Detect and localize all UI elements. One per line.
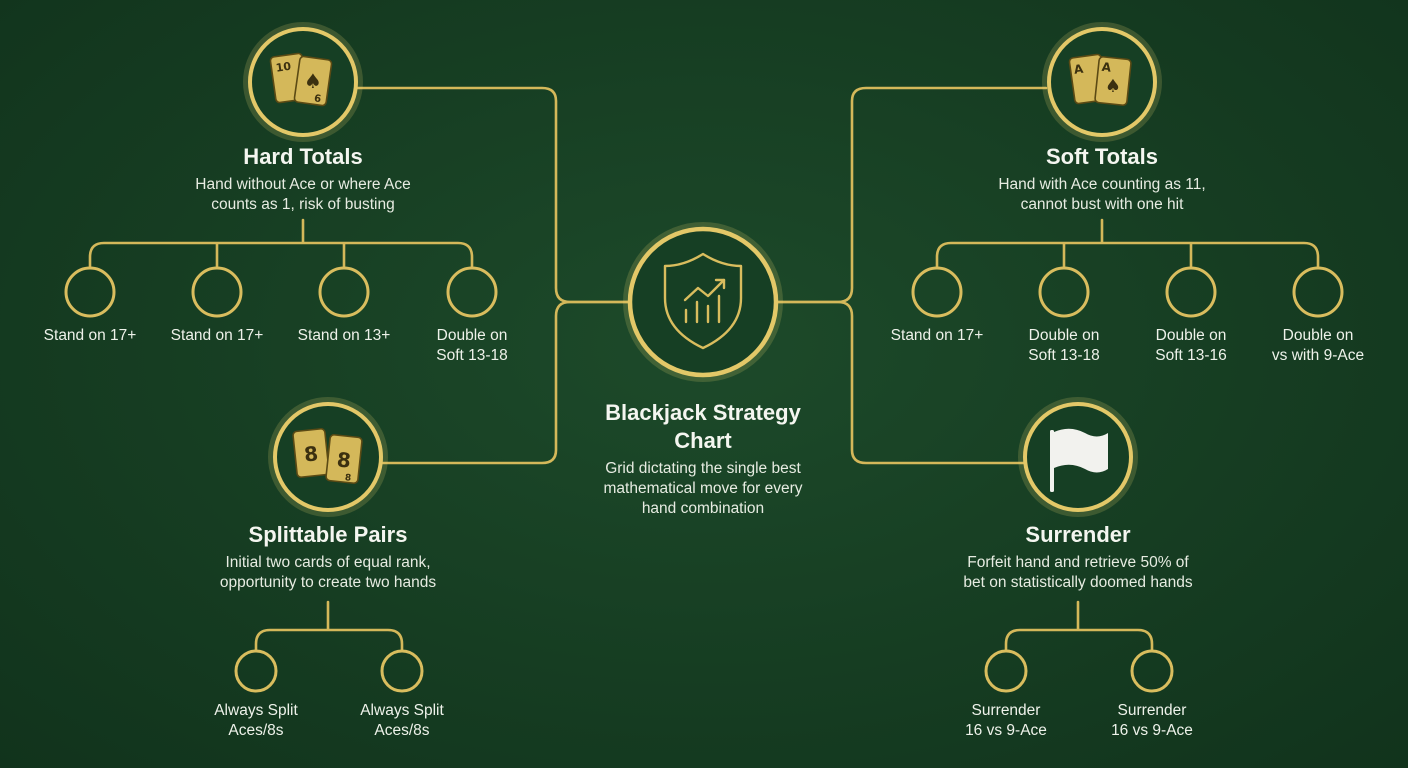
connector-center-splittable-pairs [381, 300, 630, 465]
hard-totals-description: Hand without Ace or where Ace counts as … [195, 176, 411, 213]
connector-center-hard-totals [356, 86, 630, 304]
soft-totals-leaf-node [911, 266, 963, 318]
splittable-pairs-leaf-node [234, 649, 278, 693]
hard-totals-leaf-node [318, 266, 370, 318]
splittable-pairs-hub: 8 8 8 [268, 397, 388, 517]
soft-totals-leaf-label: Double on vs with 9-Ace [1271, 327, 1365, 364]
cards-10-6-icon: 10 ♠ 6 [269, 52, 333, 107]
surrender-title: Surrender [1025, 522, 1131, 547]
hard-totals-leaf-label: Stand on 17+ [170, 327, 264, 344]
splittable-pairs-branch [254, 600, 404, 653]
spade-icon: ♠ [1105, 76, 1121, 97]
soft-totals-hub: A A ♠ [1042, 22, 1162, 142]
hard-totals-leaf-label: Stand on 17+ [43, 327, 137, 344]
surrender-description: Forfeit hand and retrieve 50% of bet on … [963, 554, 1193, 591]
center-title: Blackjack Strategy Chart [605, 400, 801, 453]
soft-totals-leaf-label: Stand on 17+ [890, 327, 984, 344]
surrender-leaf-label: Surrender 16 vs 9-Ace [1111, 702, 1193, 739]
soft-totals-title: Soft Totals [1045, 144, 1159, 169]
card-label-ace: A [1073, 62, 1085, 77]
soft-totals-leaf-node [1165, 266, 1217, 318]
hard-totals-leaf-node [64, 266, 116, 318]
hard-totals-leaf-label: Stand on 13+ [297, 327, 391, 344]
center-description: Grid dictating the single best mathemati… [603, 460, 803, 517]
surrender-leaf-node [1130, 649, 1174, 693]
cards-ace-ace-icon: A A ♠ [1068, 53, 1132, 106]
hard-totals-leaf-node [191, 266, 243, 318]
splittable-pairs-leaf-node [380, 649, 424, 693]
surrender-leaf-node [984, 649, 1028, 693]
splittable-pairs-title: Splittable Pairs [248, 522, 408, 547]
connector-center-soft-totals [776, 86, 1048, 304]
card-label-8: 8 [303, 441, 319, 466]
hard-totals-title: Hard Totals [243, 144, 363, 169]
card-label-6: 6 [313, 93, 321, 105]
soft-totals-leaf-label: Double on Soft 13-16 [1155, 327, 1227, 364]
card-label-8-small: 8 [344, 473, 351, 484]
soft-totals-description: Hand with Ace counting as 11, cannot bus… [998, 176, 1206, 213]
hard-totals-leaf-node [446, 266, 498, 318]
soft-totals-leaf-node [1292, 266, 1344, 318]
surrender-leaf-label: Surrender 16 vs 9-Ace [965, 702, 1047, 739]
card-label-10: 10 [275, 60, 292, 75]
hard-totals-branch [88, 218, 474, 270]
surrender-branch [1004, 600, 1154, 653]
connector-center-surrender [776, 300, 1026, 465]
surrender-hub [1018, 397, 1138, 517]
soft-totals-leaf-node [1038, 266, 1090, 318]
white-flag-icon [1050, 428, 1108, 492]
splittable-pairs-leaf-label: Always Split Aces/8s [214, 702, 298, 739]
soft-totals-branch [935, 218, 1320, 270]
center-hub [623, 222, 783, 382]
card-label-8: 8 [336, 447, 352, 472]
hard-totals-leaf-label: Double on Soft 13-18 [436, 327, 508, 364]
spade-icon: ♠ [304, 69, 322, 93]
card-label-ace: A [1101, 60, 1112, 75]
splittable-pairs-description: Initial two cards of equal rank, opportu… [219, 554, 437, 591]
hard-totals-hub: 10 ♠ 6 [243, 22, 363, 142]
cards-8-8-icon: 8 8 8 [292, 428, 363, 484]
splittable-pairs-leaf-label: Always Split Aces/8s [360, 702, 444, 739]
soft-totals-leaf-label: Double on Soft 13-18 [1028, 327, 1100, 364]
shield-chart-icon [663, 252, 743, 350]
